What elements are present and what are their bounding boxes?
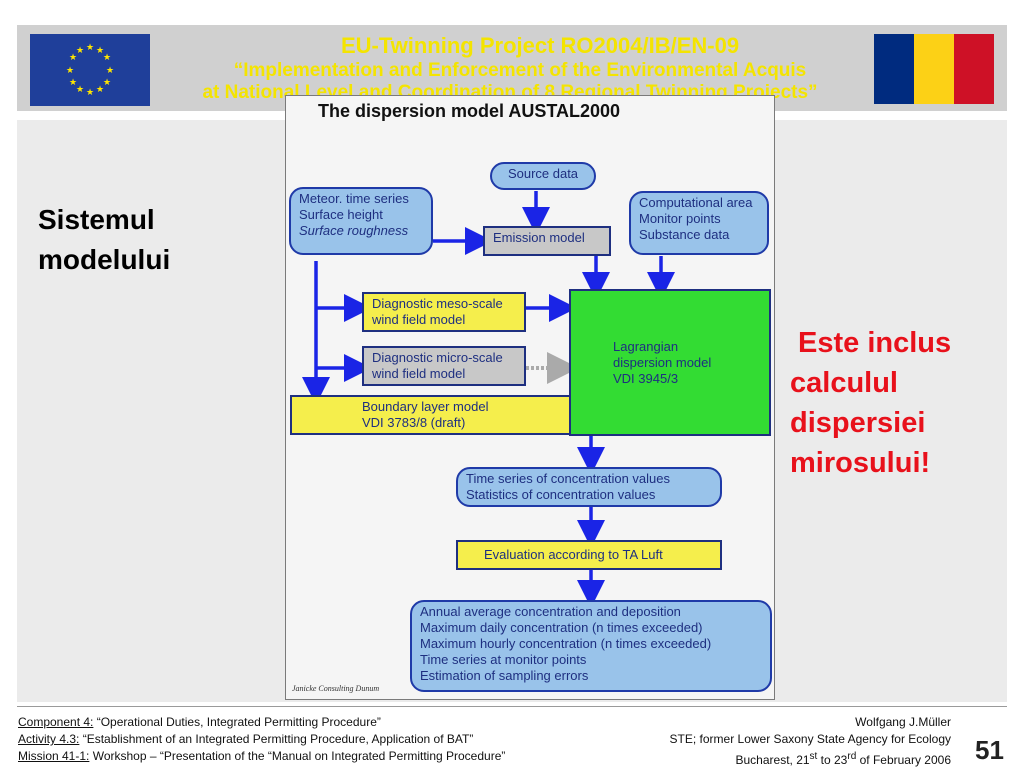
footer-affiliation: STE; former Lower Saxony State Agency fo… [669,732,951,746]
box-line: Maximum daily concentration (n times exc… [420,620,703,635]
svg-text:★: ★ [69,78,77,88]
svg-text:★: ★ [96,46,104,56]
page-number: 51 [975,735,1004,765]
component-label: Component 4: [18,715,94,729]
box-line: Diagnostic meso-scale [372,296,503,311]
date-mid: to 23 [817,753,848,767]
box-line: Meteor. time series [299,191,409,206]
left-title-line1: Sistemul [38,204,155,235]
svg-text:★: ★ [86,43,94,53]
time-series-box: Time series of concentration values Stat… [456,467,722,507]
box-line: wind field model [372,312,466,327]
emission-model-box: Emission model [483,226,611,256]
footer-right: Wolfgang J.Müller STE; former Lower Saxo… [670,714,951,769]
header-title-line2: “Implementation and Enforcement of the E… [233,60,807,81]
svg-text:★: ★ [106,66,114,76]
activity-label: Activity 4.3: [18,732,80,746]
mission-text: Workshop – “Presentation of the “Manual … [89,749,506,763]
footer-component: Component 4: “Operational Duties, Integr… [18,714,505,731]
date-sup1: st [809,751,818,762]
meso-scale-box: Diagnostic meso-scale wind field model [362,292,526,332]
box-line: VDI 3783/8 (draft) [362,415,466,430]
svg-text:★: ★ [69,53,77,63]
boundary-layer-box: Boundary layer model VDI 3783/8 (draft) [290,395,571,435]
date-prefix: Bucharest, 21 [735,753,810,767]
date-suffix: of February 2006 [856,753,951,767]
box-line: Surface roughness [299,223,409,238]
date-sup2: rd [847,751,857,762]
diagram-title: The dispersion model AUSTAL2000 [318,101,621,121]
diagram-watermark: Janicke Consulting Dunum [292,684,380,693]
footer-date: Bucharest, 21st to 23rd of February 2006 [670,748,952,769]
note-line: dispersiei [790,407,926,439]
eu-flag-icon: ★★★ ★★★ ★★★ ★★★ [30,34,150,106]
box-line: VDI 3945/3 [613,371,679,386]
box-line: Annual average concentration and deposit… [420,604,681,619]
computational-area-box: Computational area Monitor points Substa… [629,191,769,255]
box-line: Time series at monitor points [420,652,587,667]
source-data-box: Source data [490,162,596,190]
annual-average-box: Annual average concentration and deposit… [410,600,772,692]
box-line: Estimation of sampling errors [420,668,589,683]
svg-text:★: ★ [76,85,84,95]
box-line: Boundary layer model [362,399,489,414]
note-line: Este inclus [798,327,952,359]
box-line: Surface height [299,207,383,222]
footer-activity: Activity 4.3: “Establishment of an Integ… [18,731,505,748]
box-line: Statistics of concentration values [466,487,656,502]
slide-left-title: Sistemul modelului [38,200,170,280]
component-text: “Operational Duties, Integrated Permitti… [93,715,381,729]
activity-text: “Establishment of an Integrated Permitti… [79,732,474,746]
box-line: Time series of concentration values [466,471,671,486]
box-line: wind field model [372,366,466,381]
box-line: Diagnostic micro-scale [372,350,503,365]
box-line: Computational area [639,195,753,210]
header-title-line1: EU-Twinning Project RO2004/IB/EN-09 [340,33,740,58]
note-line: calculul [790,367,898,399]
box-line: Substance data [639,227,730,242]
left-title-line2: modelului [38,244,171,275]
footer-left: Component 4: “Operational Duties, Integr… [18,714,505,765]
svg-text:★: ★ [96,85,104,95]
eu-stars-icon: ★★★ ★★★ ★★★ ★★★ [66,43,114,98]
lagrangian-model-box: Lagrangian dispersion model VDI 3945/3 [569,289,771,436]
footer-mission: Mission 41-1: Workshop – “Presentation o… [18,748,505,765]
svg-text:★: ★ [103,78,111,88]
svg-text:★: ★ [66,66,74,76]
dispersion-model-diagram: The dispersion model AUSTAL2000 Source d… [285,95,775,700]
micro-scale-box: Diagnostic micro-scale wind field model [362,346,526,386]
box-line: Lagrangian [613,339,679,354]
footer-divider [17,706,1007,707]
footer-author: Wolfgang J.Müller [855,715,951,729]
svg-text:★: ★ [76,46,84,56]
svg-text:★: ★ [103,53,111,63]
note-line: mirosului! [790,447,931,479]
meteo-box: Meteor. time series Surface height Surfa… [289,187,433,255]
box-line: Maximum hourly concentration (n times ex… [420,636,712,651]
diagram-arrows [302,191,675,608]
evaluation-box: Evaluation according to TA Luft [456,540,722,570]
box-line: dispersion model [613,355,712,370]
mission-label: Mission 41-1: [18,749,90,763]
svg-text:★: ★ [86,88,94,98]
romania-flag-icon [874,34,994,104]
box-line: Monitor points [639,211,721,226]
slide-right-note: Este inclus calculul dispersiei mirosulu… [790,323,951,483]
